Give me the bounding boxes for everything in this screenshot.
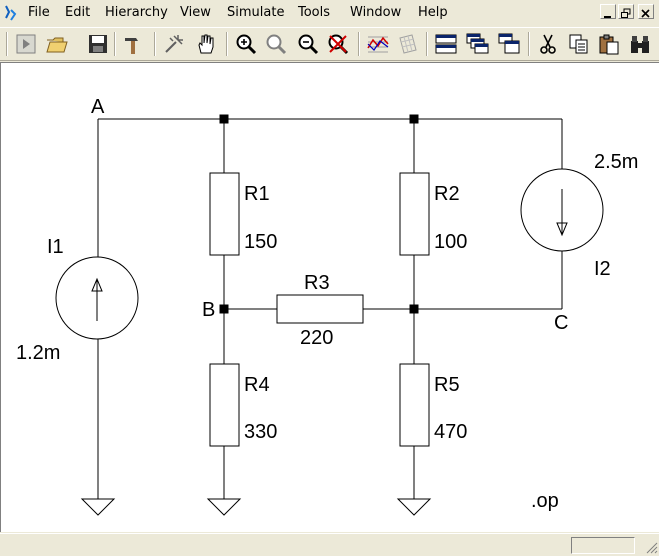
toolbar-separator: [154, 32, 156, 56]
hand-icon: [198, 34, 214, 54]
zoom-in-button[interactable]: [234, 32, 258, 56]
status-bar: [0, 533, 659, 556]
menu-window[interactable]: Window: [350, 5, 402, 20]
open-button[interactable]: [45, 32, 69, 56]
junction-dot: [409, 304, 419, 314]
hammer-icon: [125, 38, 138, 54]
paste-icon: [599, 34, 619, 55]
tile-vertical-button[interactable]: [497, 32, 521, 56]
copy-icon: [569, 34, 588, 54]
run-icon: [16, 34, 36, 54]
menu-hierarchy[interactable]: Hierarchy: [105, 5, 168, 20]
zoom-in-icon: [236, 34, 257, 55]
pan-button[interactable]: [194, 32, 218, 56]
r3-name: R3: [304, 272, 330, 294]
menu-tools[interactable]: Tools: [298, 5, 331, 20]
toolbar-separator: [114, 32, 116, 56]
toolbar-separator: [358, 32, 360, 56]
r4-name: R4: [244, 374, 270, 396]
paste-button[interactable]: [597, 32, 621, 56]
zoom-out-button[interactable]: [264, 32, 288, 56]
status-panel: [571, 537, 635, 554]
tile-vertical-icon: [498, 33, 520, 54]
node-label-c: C: [554, 312, 568, 334]
tile-horizontal-icon: [435, 34, 457, 54]
circuit-diagram: A B C R1 150 R2 100 R3 220 R4 330 R5 470…: [16, 96, 638, 516]
current-source-i2[interactable]: [520, 168, 604, 252]
save-icon: [89, 35, 107, 53]
node-label-b: B: [202, 299, 215, 321]
toolbar-separator: [426, 32, 428, 56]
zoom-fit-icon: [298, 34, 319, 55]
menu-view[interactable]: View: [180, 5, 211, 20]
restore-button[interactable]: [618, 4, 634, 19]
resistor-r5[interactable]: [399, 363, 430, 447]
i2-value: 2.5m: [594, 151, 638, 173]
r3-value: 220: [300, 327, 333, 349]
toolbar-separator: [528, 32, 530, 56]
zoom-fit-button[interactable]: [296, 32, 320, 56]
copy-button[interactable]: [567, 32, 591, 56]
resize-grip-icon[interactable]: [644, 540, 658, 554]
cascade-button[interactable]: [465, 32, 489, 56]
tile-horizontal-button[interactable]: [434, 32, 458, 56]
node-label-a: A: [91, 96, 105, 118]
save-button[interactable]: [86, 32, 110, 56]
i2-name: I2: [594, 258, 611, 280]
r5-value: 470: [434, 421, 467, 443]
menu-edit[interactable]: Edit: [65, 5, 91, 20]
r2-name: R2: [434, 183, 460, 205]
cascade-icon: [466, 33, 489, 54]
r4-value: 330: [244, 421, 277, 443]
junction-dot: [409, 114, 419, 124]
restore-icon: [621, 8, 631, 18]
junction-dot: [219, 304, 229, 314]
close-button[interactable]: [638, 4, 654, 19]
minimize-button[interactable]: [600, 4, 616, 19]
grid-button[interactable]: [396, 32, 420, 56]
i1-value: 1.2m: [16, 342, 60, 364]
cut-icon: [540, 34, 556, 54]
toolbar-grip: [6, 32, 8, 56]
menu-file[interactable]: File: [28, 5, 50, 20]
i1-name: I1: [47, 236, 64, 258]
control-panel-button[interactable]: [122, 32, 146, 56]
ground-symbol: [206, 498, 242, 516]
find-icon: [631, 36, 649, 53]
probe-icon: [165, 35, 183, 53]
resistor-r2[interactable]: [399, 172, 430, 256]
menu-help[interactable]: Help: [418, 5, 448, 20]
minimize-icon: [604, 16, 611, 18]
r2-value: 100: [434, 231, 467, 253]
cut-button[interactable]: [536, 32, 560, 56]
run-button[interactable]: [14, 32, 38, 56]
toolbar-separator: [226, 32, 228, 56]
resistor-r3[interactable]: [276, 294, 364, 324]
r5-name: R5: [434, 374, 460, 396]
resistor-r4[interactable]: [209, 363, 240, 447]
toolbar: [0, 27, 659, 61]
ltspice-app-icon[interactable]: [3, 4, 19, 22]
r1-name: R1: [244, 183, 270, 205]
zoom-cancel-button[interactable]: [326, 32, 350, 56]
probe-button[interactable]: [162, 32, 186, 56]
r1-value: 150: [244, 231, 277, 253]
menu-simulate[interactable]: Simulate: [227, 5, 285, 20]
find-button[interactable]: [628, 32, 652, 56]
resistor-r1[interactable]: [209, 172, 240, 256]
current-source-i1[interactable]: [55, 256, 139, 340]
ground-symbol: [80, 498, 116, 516]
waveform-button[interactable]: [366, 32, 390, 56]
zoom-cancel-icon: [328, 34, 349, 55]
zoom-out-icon: [266, 34, 287, 55]
spice-directive[interactable]: .op: [531, 490, 559, 512]
close-icon: [641, 9, 650, 18]
grid-icon: [399, 34, 417, 54]
menu-bar: File Edit Hierarchy View Simulate Tools …: [0, 0, 659, 26]
waveform-icon: [367, 36, 389, 53]
schematic-canvas[interactable]: A B C R1 150 R2 100 R3 220 R4 330 R5 470…: [0, 62, 659, 532]
junction-dot: [219, 114, 229, 124]
ground-symbol: [396, 498, 432, 516]
open-folder-icon: [46, 37, 68, 53]
